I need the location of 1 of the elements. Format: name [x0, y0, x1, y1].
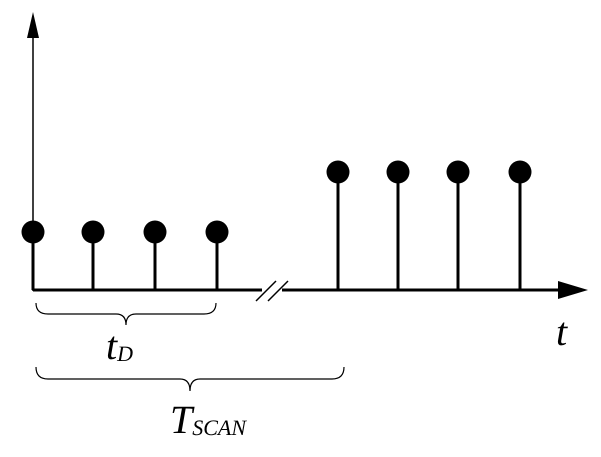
axis-label: t: [556, 312, 568, 352]
